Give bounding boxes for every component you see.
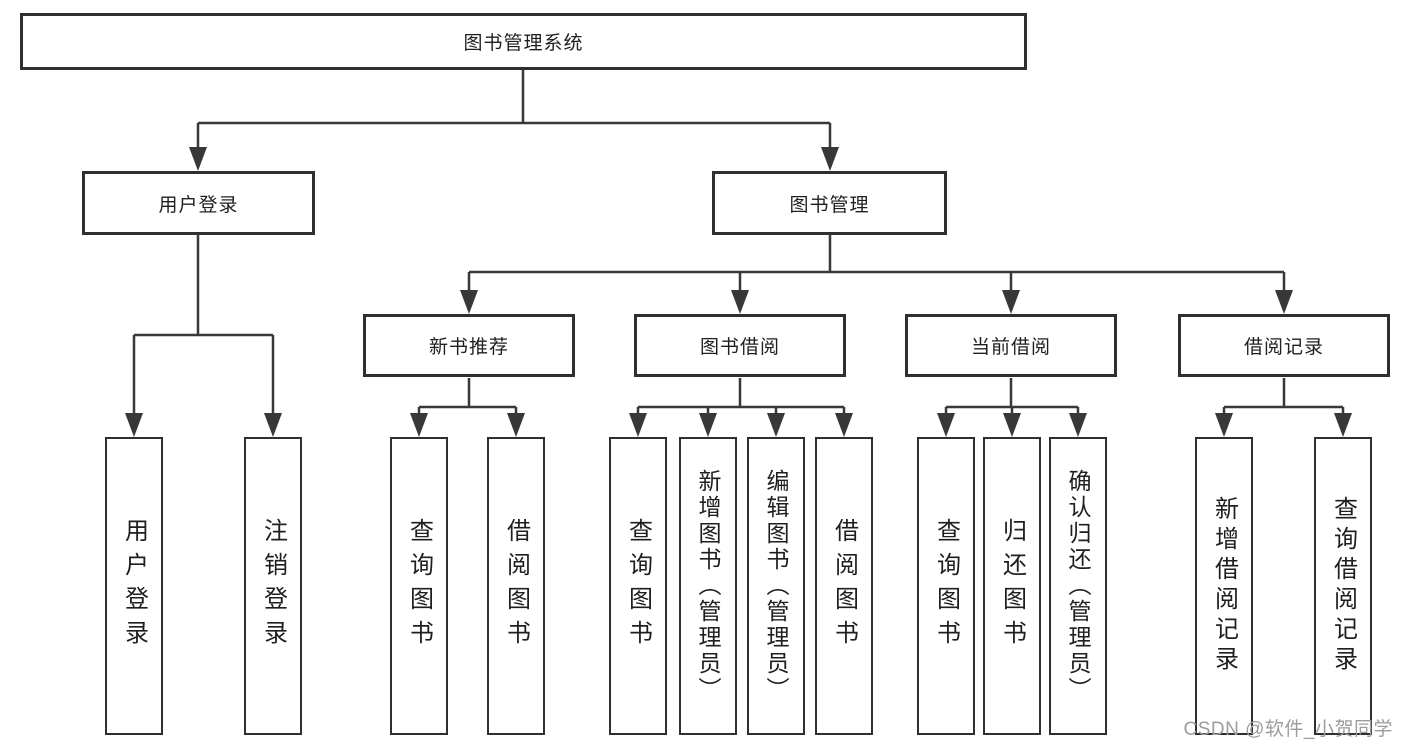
node-label: 查询图书 — [932, 518, 960, 654]
node-root: 图书管理系统 — [20, 13, 1027, 70]
leaf-query-books-2: 查询图书 — [609, 437, 667, 735]
leaf-query-books-1: 查询图书 — [390, 437, 448, 735]
node-label: 用户登录 — [158, 194, 239, 216]
leaf-query-borrow-record: 查询借阅记录 — [1314, 437, 1372, 735]
leaf-confirm-return-admin: 确认归还（管理员） — [1049, 437, 1107, 735]
node-book-management: 图书管理 — [712, 171, 947, 235]
leaf-borrow-books-2: 借阅图书 — [815, 437, 873, 735]
node-label: 用户登录 — [120, 518, 148, 654]
node-label: 查询图书 — [405, 518, 433, 654]
leaf-add-borrow-record: 新增借阅记录 — [1195, 437, 1253, 735]
leaf-add-books-admin: 新增图书（管理员） — [679, 437, 737, 735]
node-book-borrow: 图书借阅 — [634, 314, 846, 377]
leaf-return-books: 归还图书 — [983, 437, 1041, 735]
leaf-logout: 注销登录 — [244, 437, 302, 735]
node-label: 图书借阅 — [699, 337, 780, 358]
node-label: 确认归还（管理员） — [1065, 469, 1091, 703]
node-label: 借阅记录 — [1243, 337, 1324, 358]
node-label: 归还图书 — [998, 518, 1026, 654]
node-label: 图书管理 — [789, 194, 870, 216]
node-label: 图书管理系统 — [463, 33, 584, 54]
node-label: 注销登录 — [259, 518, 287, 654]
node-label: 新增图书（管理员） — [695, 469, 721, 703]
node-label: 新书推荐 — [428, 337, 509, 358]
node-user-login: 用户登录 — [82, 171, 315, 235]
node-label: 查询图书 — [624, 518, 652, 654]
node-current-borrow: 当前借阅 — [905, 314, 1117, 377]
node-label: 当前借阅 — [970, 337, 1051, 358]
leaf-borrow-books-1: 借阅图书 — [487, 437, 545, 735]
node-label: 借阅图书 — [830, 518, 858, 654]
leaf-user-login: 用户登录 — [105, 437, 163, 735]
csdn-watermark: CSDN @软件_小贺同学 — [1183, 719, 1393, 740]
node-label: 借阅图书 — [502, 518, 530, 654]
node-label: 查询借阅记录 — [1329, 496, 1357, 676]
node-borrow-records: 借阅记录 — [1178, 314, 1390, 377]
node-label: 编辑图书（管理员） — [763, 469, 789, 703]
node-label: 新增借阅记录 — [1210, 496, 1238, 676]
leaf-query-books-3: 查询图书 — [917, 437, 975, 735]
node-new-book-recommend: 新书推荐 — [363, 314, 575, 377]
leaf-edit-books-admin: 编辑图书（管理员） — [747, 437, 805, 735]
